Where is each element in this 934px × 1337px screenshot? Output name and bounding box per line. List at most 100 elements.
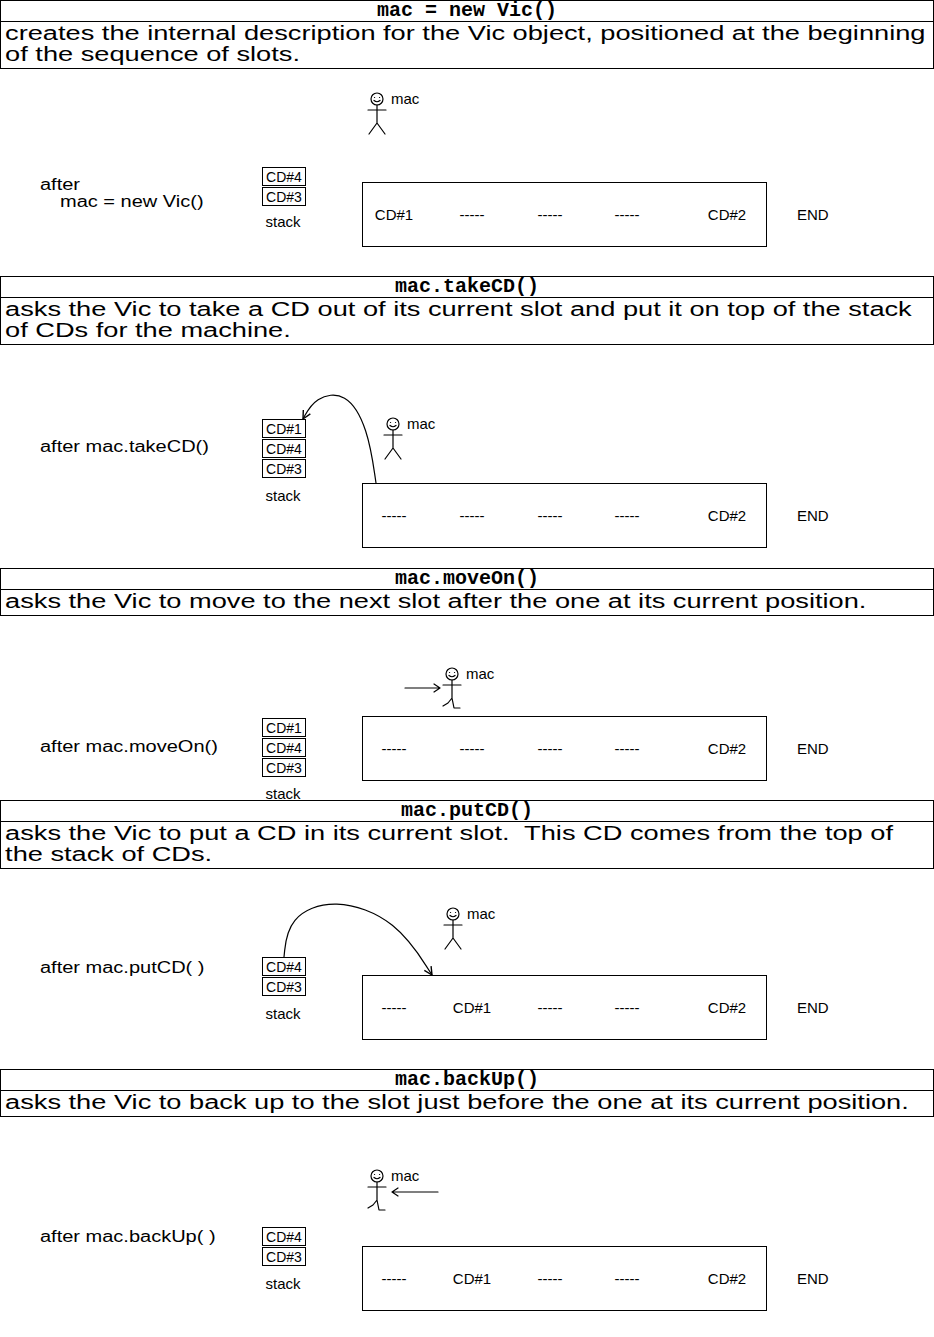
- stack-cd: CD#3: [262, 758, 306, 777]
- stack-label: stack: [265, 487, 300, 504]
- slot-content: -----: [615, 740, 640, 758]
- end-marker: END: [797, 1270, 829, 1287]
- slot-content: -----: [382, 740, 407, 758]
- slot-content: CD#2: [708, 740, 746, 758]
- step-caption: after mac.putCD( ): [40, 959, 204, 976]
- slot-content: CD#1: [453, 1270, 491, 1288]
- operation-table: mac.putCD()asks the Vic to put a CD in i…: [0, 800, 934, 869]
- figure-head: [446, 668, 458, 680]
- stick-figure: [368, 93, 386, 134]
- slot-content: CD#1: [453, 999, 491, 1017]
- step-caption: after mac = new Vic(): [40, 176, 215, 210]
- stack-cd: CD#3: [262, 459, 306, 478]
- end-marker: END: [797, 740, 829, 757]
- slot-content: CD#2: [708, 507, 746, 525]
- cd-label: CD#4: [266, 441, 302, 457]
- step-caption: after mac.moveOn(): [40, 738, 218, 755]
- slot-row: ----- CD#1 ----- ----- CD#2: [362, 975, 767, 1040]
- end-marker: END: [797, 206, 829, 223]
- operation-table: mac.moveOn()asks the Vic to move to the …: [0, 568, 934, 616]
- method-call: mac = new Vic(): [1, 1, 933, 22]
- cd-label: CD#3: [266, 189, 302, 205]
- slot-content: -----: [538, 507, 563, 525]
- stack-label: stack: [265, 1275, 300, 1292]
- figure-head: [387, 418, 399, 430]
- stick-figure: [368, 1170, 386, 1210]
- end-marker: END: [797, 507, 829, 524]
- figure-body: [368, 1182, 386, 1210]
- cd-label: CD#4: [266, 1229, 302, 1245]
- slot-content: -----: [615, 507, 640, 525]
- method-description: asks the Vic to take a CD out of its cur…: [1, 298, 931, 344]
- stack-cd: CD#4: [262, 738, 306, 757]
- stack-cd: CD#1: [262, 419, 306, 438]
- stack-cd: CD#4: [262, 957, 306, 976]
- stack-cd: CD#4: [262, 1227, 306, 1246]
- slot-row: -----CD#1----------CD#2: [362, 1246, 767, 1311]
- object-name: mac: [391, 1167, 419, 1184]
- end-marker: END: [797, 999, 829, 1016]
- figure-face: [449, 673, 455, 677]
- slot-content: CD#1: [375, 206, 413, 224]
- method-description: asks the Vic to put a CD in its current …: [1, 822, 931, 868]
- figure-body: [384, 430, 402, 459]
- method-description: creates the internal description for the…: [1, 22, 931, 68]
- method-call: mac.takeCD(): [1, 277, 933, 298]
- operation-table: mac.takeCD()asks the Vic to take a CD ou…: [0, 276, 934, 345]
- figure-head: [447, 908, 459, 920]
- slot-content: -----: [538, 999, 563, 1017]
- figure-head: [371, 1170, 383, 1182]
- figure-face: [374, 98, 380, 102]
- figure-face: [450, 913, 456, 917]
- stack-cd: CD#3: [262, 187, 306, 206]
- move-arrow: [284, 904, 432, 975]
- motion-arrow: [405, 684, 440, 692]
- figure-face: [390, 423, 396, 427]
- slot-content: -----: [460, 206, 485, 224]
- slot-content: -----: [615, 999, 640, 1017]
- object-name: mac: [466, 665, 494, 682]
- slot-content: -----: [538, 1270, 563, 1288]
- slot-content: -----: [538, 740, 563, 758]
- stack-cd: CD#4: [262, 439, 306, 458]
- operation-table: mac = new Vic()creates the internal desc…: [0, 0, 934, 69]
- stick-figure: [444, 908, 462, 949]
- method-call: mac.putCD(): [1, 801, 933, 822]
- motion-arrow: [392, 1188, 438, 1196]
- operation-table: mac.backUp()asks the Vic to back up to t…: [0, 1069, 934, 1117]
- slot-content: CD#2: [708, 206, 746, 224]
- cd-label: CD#3: [266, 461, 302, 477]
- cd-label: CD#4: [266, 169, 302, 185]
- stack-cd: CD#4: [262, 167, 306, 186]
- method-call: mac.moveOn(): [1, 569, 933, 590]
- slot-content: CD#2: [708, 999, 746, 1017]
- figure-body: [444, 920, 462, 949]
- object-name: mac: [391, 90, 419, 107]
- stick-figure: [384, 418, 402, 459]
- figure-body: [368, 105, 386, 134]
- cd-label: CD#4: [266, 740, 302, 756]
- object-name: mac: [467, 905, 495, 922]
- stack-cd: CD#1: [262, 718, 306, 737]
- figure-face: [374, 1175, 380, 1179]
- stack-label: stack: [265, 785, 300, 802]
- stack-label: stack: [265, 1005, 300, 1022]
- cd-label: CD#3: [266, 760, 302, 776]
- cd-label: CD#4: [266, 959, 302, 975]
- slot-content: -----: [382, 999, 407, 1017]
- stack-cd: CD#3: [262, 977, 306, 996]
- step-caption: after mac.backUp( ): [40, 1228, 216, 1245]
- slot-content: -----: [615, 206, 640, 224]
- slot-row: --------------------CD#2: [362, 716, 767, 781]
- slot-row: CD#1---------------CD#2: [362, 182, 767, 247]
- method-description: asks the Vic to move to the next slot af…: [1, 590, 931, 615]
- cd-label: CD#1: [266, 421, 302, 437]
- slot-content: -----: [382, 507, 407, 525]
- slot-content: -----: [382, 1270, 407, 1288]
- move-arrow: [303, 395, 376, 483]
- object-name: mac: [407, 415, 435, 432]
- stack-label: stack: [265, 213, 300, 230]
- method-description: asks the Vic to back up to the slot just…: [1, 1091, 931, 1116]
- step-caption: after mac.takeCD(): [40, 438, 209, 455]
